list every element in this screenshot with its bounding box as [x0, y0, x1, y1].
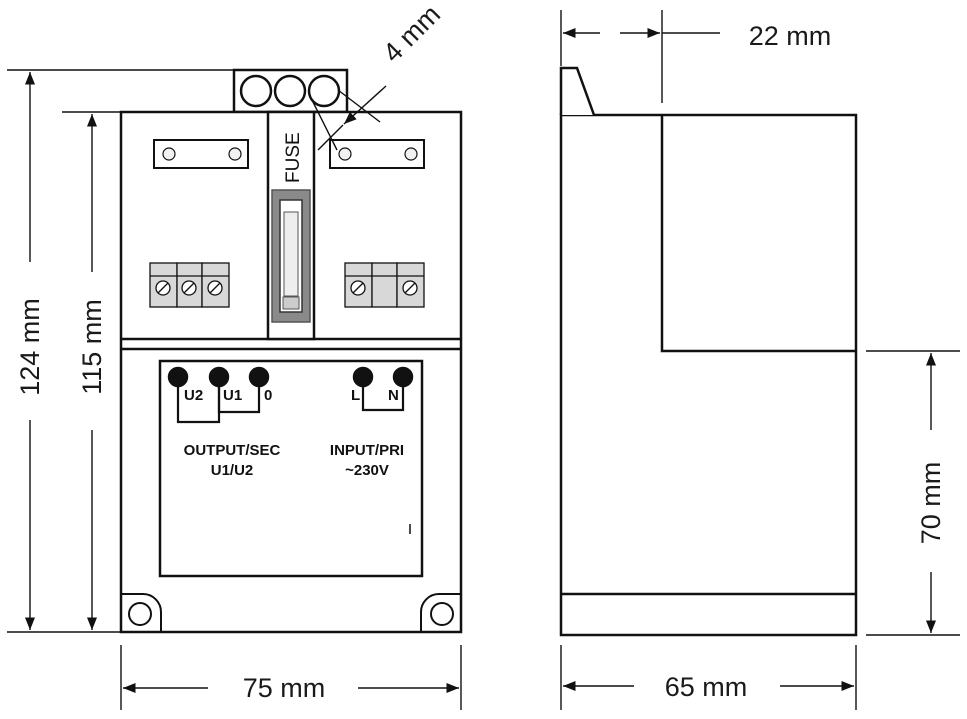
side-upper-block: [660, 115, 856, 353]
front-view: [119, 68, 463, 634]
output-bracket-inner: [217, 386, 261, 414]
dim-label-75mm: 75 mm: [243, 673, 326, 703]
terminal-u1: [208, 366, 230, 388]
fuse-label: FUSE: [283, 132, 304, 183]
label-n: N: [388, 387, 399, 404]
output-label-line2: U1/U2: [211, 462, 254, 479]
dim-label-65mm: 65 mm: [665, 672, 748, 702]
side-view: [559, 66, 858, 637]
dim-label-22mm: 22 mm: [749, 21, 832, 51]
cap-hole-2: [273, 74, 307, 108]
label-u1: U1: [223, 387, 242, 404]
dim-label-115mm: 115 mm: [77, 299, 107, 395]
side-cap-profile: [559, 66, 596, 116]
label-l: L: [351, 387, 360, 404]
dim-label-70mm: 70 mm: [916, 462, 946, 545]
dim-label-4mm: 4 mm: [377, 0, 446, 68]
right-terminal-block: [344, 262, 425, 308]
left-terminal-block: [149, 262, 230, 308]
terminal-n: [392, 366, 414, 388]
side-housing: [559, 113, 858, 637]
label-u2: U2: [184, 387, 203, 404]
input-label-line1: INPUT/PRI: [330, 442, 404, 459]
dim-label-124mm: 124 mm: [15, 298, 45, 396]
side-dimension-lines: [560, 10, 960, 710]
terminal-0: [248, 366, 270, 388]
terminal-u2: [167, 366, 189, 388]
terminal-l: [352, 366, 374, 388]
label-0: 0: [264, 387, 272, 404]
mount-hole-right: [430, 602, 454, 626]
mount-hole-left: [128, 602, 152, 626]
label-panel: [158, 359, 424, 578]
input-label-line2: ~230V: [345, 462, 389, 479]
cap-hole-1: [239, 74, 273, 108]
front-dimension-lines: [7, 69, 462, 710]
output-label-line1: OUTPUT/SEC: [184, 442, 281, 459]
input-bracket: [361, 386, 405, 412]
